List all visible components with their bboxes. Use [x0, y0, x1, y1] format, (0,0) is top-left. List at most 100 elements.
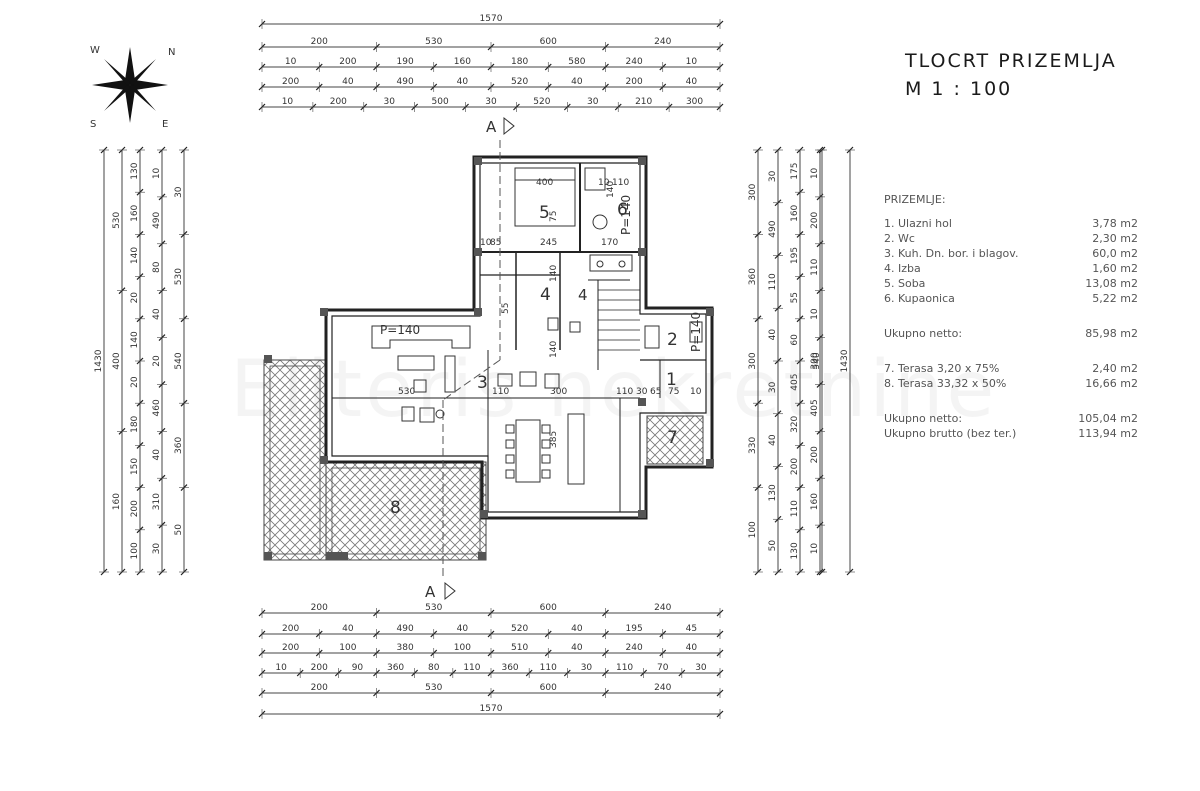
- dimension-label: 100: [454, 643, 471, 653]
- dimension-label: 600: [540, 683, 557, 693]
- room-6-label: 6: [617, 200, 628, 220]
- plan-scale: M 1 : 100: [905, 78, 1013, 100]
- dimension-label: 140: [130, 247, 140, 264]
- dimension-label: 100: [748, 521, 758, 538]
- dimension-label: 540: [812, 352, 822, 369]
- svg-text:110: 110: [612, 178, 629, 188]
- sofa: [371, 325, 471, 349]
- dimension-label: 40: [686, 643, 698, 653]
- dimension-label: 30: [768, 381, 778, 393]
- dimension-label: 490: [152, 211, 162, 228]
- dimension-label: 1570: [480, 704, 503, 714]
- dimension-label: 240: [654, 603, 671, 613]
- legend-net-total: Ukupno netto:85,98 m2: [884, 327, 1138, 340]
- wardrobe: [584, 167, 606, 191]
- dimension-label: 160: [810, 493, 820, 510]
- dimension-label: 110: [768, 273, 778, 290]
- dimension-label: 80: [428, 663, 440, 673]
- dimension-label: 520: [511, 77, 528, 87]
- dimension-label: 300: [810, 352, 820, 369]
- dining-table: [515, 419, 541, 483]
- dimension-label: 175: [790, 163, 800, 180]
- dimension-label: 40: [457, 77, 469, 87]
- dimension-label: 40: [152, 308, 162, 320]
- dimension-label: 195: [626, 624, 643, 634]
- parapet-living: P=140: [380, 323, 420, 337]
- svg-text:110: 110: [616, 387, 633, 397]
- dimension-label: 195: [790, 247, 800, 264]
- svg-text:140: 140: [549, 265, 559, 282]
- dimension-label: 40: [342, 624, 354, 634]
- dimension-label: 10: [275, 663, 287, 673]
- parapet-wc: P=140: [689, 312, 703, 352]
- dimension-label: 240: [654, 683, 671, 693]
- dimension-label: 200: [282, 624, 299, 634]
- dimension-label: 200: [810, 211, 820, 228]
- bathtub: [589, 254, 633, 272]
- dimension-label: 30: [695, 663, 707, 673]
- dimension-label: 10: [686, 57, 698, 67]
- dimension-label: 520: [533, 97, 550, 107]
- kitchen-island: [567, 413, 585, 485]
- section-arrow-top: [503, 116, 515, 136]
- dimension-label: 200: [282, 77, 299, 87]
- dimension-label: 600: [540, 37, 557, 47]
- compass-n: N: [168, 47, 175, 58]
- dimension-label: 530: [112, 211, 122, 228]
- dimension-label: 530: [425, 37, 442, 47]
- dimension-label: 200: [330, 97, 347, 107]
- svg-text:65: 65: [650, 387, 661, 397]
- dimension-label: 10: [810, 167, 820, 179]
- dimension-label: 210: [635, 97, 652, 107]
- dimension-label: 490: [768, 220, 778, 237]
- dimension-label: 530: [425, 603, 442, 613]
- dimension-label: 10: [810, 308, 820, 320]
- dimension-label: 110: [463, 663, 480, 673]
- dimension-label: 40: [571, 624, 583, 634]
- dimension-label: 200: [339, 57, 356, 67]
- dimension-label: 300: [748, 352, 758, 369]
- svg-text:85: 85: [490, 238, 501, 248]
- dimension-label: 80: [152, 261, 162, 273]
- svg-text:110: 110: [492, 387, 509, 397]
- svg-text:140: 140: [549, 341, 559, 358]
- section-line: [442, 140, 501, 580]
- dimension-label: 200: [810, 446, 820, 463]
- dimension-label: 30: [768, 170, 778, 182]
- dimension-label: 45: [686, 624, 697, 634]
- dimension-label: 360: [501, 663, 518, 673]
- legend-terrace: 8. Terasa 33,32 x 50%16,66 m2: [884, 377, 1138, 390]
- dimension-label: 400: [112, 352, 122, 369]
- dimension-label: 540: [174, 352, 184, 369]
- dimension-label: 380: [397, 643, 414, 653]
- dimension-label: 30: [587, 97, 599, 107]
- dimension-label: 70: [657, 663, 669, 673]
- dimension-label: 100: [130, 542, 140, 559]
- dimension-label: 30: [383, 97, 395, 107]
- parapet-bath: P=140: [619, 195, 633, 235]
- legend-terrace: 7. Terasa 3,20 x 75%2,40 m2: [884, 362, 1138, 375]
- plan-title: TLOCRT PRIZEMLJA M 1 : 100: [905, 47, 1117, 103]
- dimension-label: 110: [540, 663, 557, 673]
- dimension-label: 200: [311, 683, 328, 693]
- dimension-label: 160: [130, 204, 140, 221]
- dimension-label: 520: [511, 624, 528, 634]
- dimension-label: 190: [397, 57, 414, 67]
- svg-text:400: 400: [536, 178, 553, 188]
- dimension-label: 10: [810, 543, 820, 555]
- dimension-label: 200: [626, 77, 643, 87]
- dimension-label: 510: [511, 643, 528, 653]
- dimension-label: 30: [485, 97, 497, 107]
- room-3-label: 3: [477, 373, 488, 393]
- room-4-label: 4: [540, 285, 551, 305]
- svg-text:30: 30: [636, 387, 648, 397]
- compass-e: E: [162, 119, 168, 130]
- room-8-label: 8: [390, 498, 401, 518]
- dimension-label: 405: [810, 399, 820, 416]
- dimension-label: 200: [790, 458, 800, 475]
- dimension-label: 490: [397, 624, 414, 634]
